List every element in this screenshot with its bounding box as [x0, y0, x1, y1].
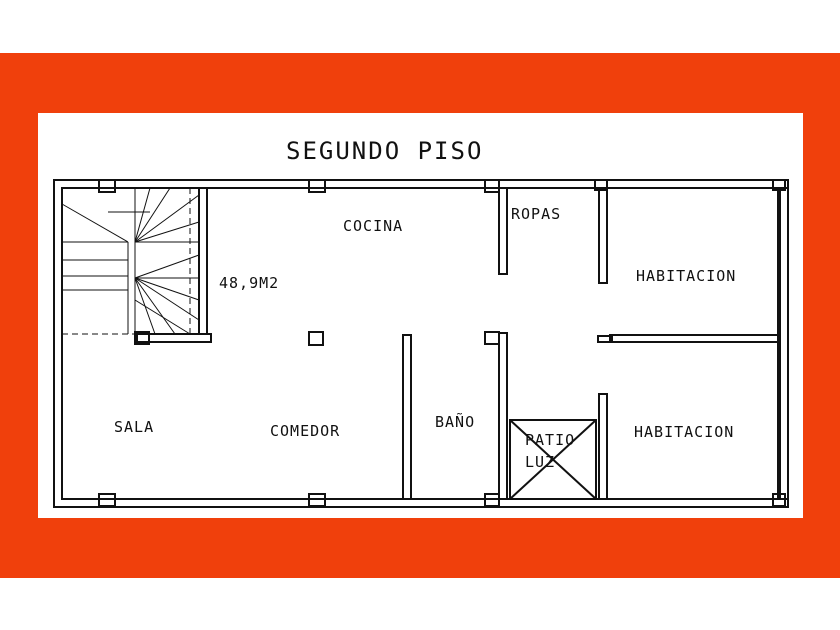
partition-wall [498, 332, 508, 500]
room-label-habitacion-2: HABITACION [634, 423, 734, 441]
column [484, 331, 500, 345]
light-well [509, 419, 597, 500]
column [98, 493, 116, 507]
room-label-habitacion-1: HABITACION [636, 267, 736, 285]
room-label-patio: PATIO [525, 431, 575, 449]
column [98, 179, 116, 193]
column [134, 331, 150, 345]
room-area-label: 48,9M2 [219, 274, 279, 292]
stair-landing-wall [136, 333, 212, 343]
outer-wall-inner [61, 187, 781, 500]
room-label-ropas: ROPAS [511, 205, 561, 223]
partition-wall [598, 393, 608, 500]
column [308, 179, 326, 193]
column [308, 493, 326, 507]
room-label-sala: SALA [114, 418, 154, 436]
room-label-cocina: COCINA [343, 217, 403, 235]
column [597, 335, 613, 343]
staircase [61, 187, 200, 335]
partition-wall [777, 187, 789, 500]
stair-wall [198, 187, 208, 335]
partition-wall [498, 187, 508, 275]
light-well-cross [509, 419, 597, 500]
room-label-comedor: COMEDOR [270, 422, 340, 440]
outer-wall [53, 179, 789, 508]
column [308, 331, 324, 346]
partition-wall [598, 187, 608, 284]
plan-title: SEGUNDO PISO [286, 137, 483, 165]
partition-wall [609, 334, 781, 343]
column [484, 179, 500, 193]
room-label-bano: BAÑO [435, 412, 475, 431]
partition-wall [402, 334, 412, 500]
room-label-luz: LUZ [525, 453, 555, 471]
column [594, 179, 608, 191]
